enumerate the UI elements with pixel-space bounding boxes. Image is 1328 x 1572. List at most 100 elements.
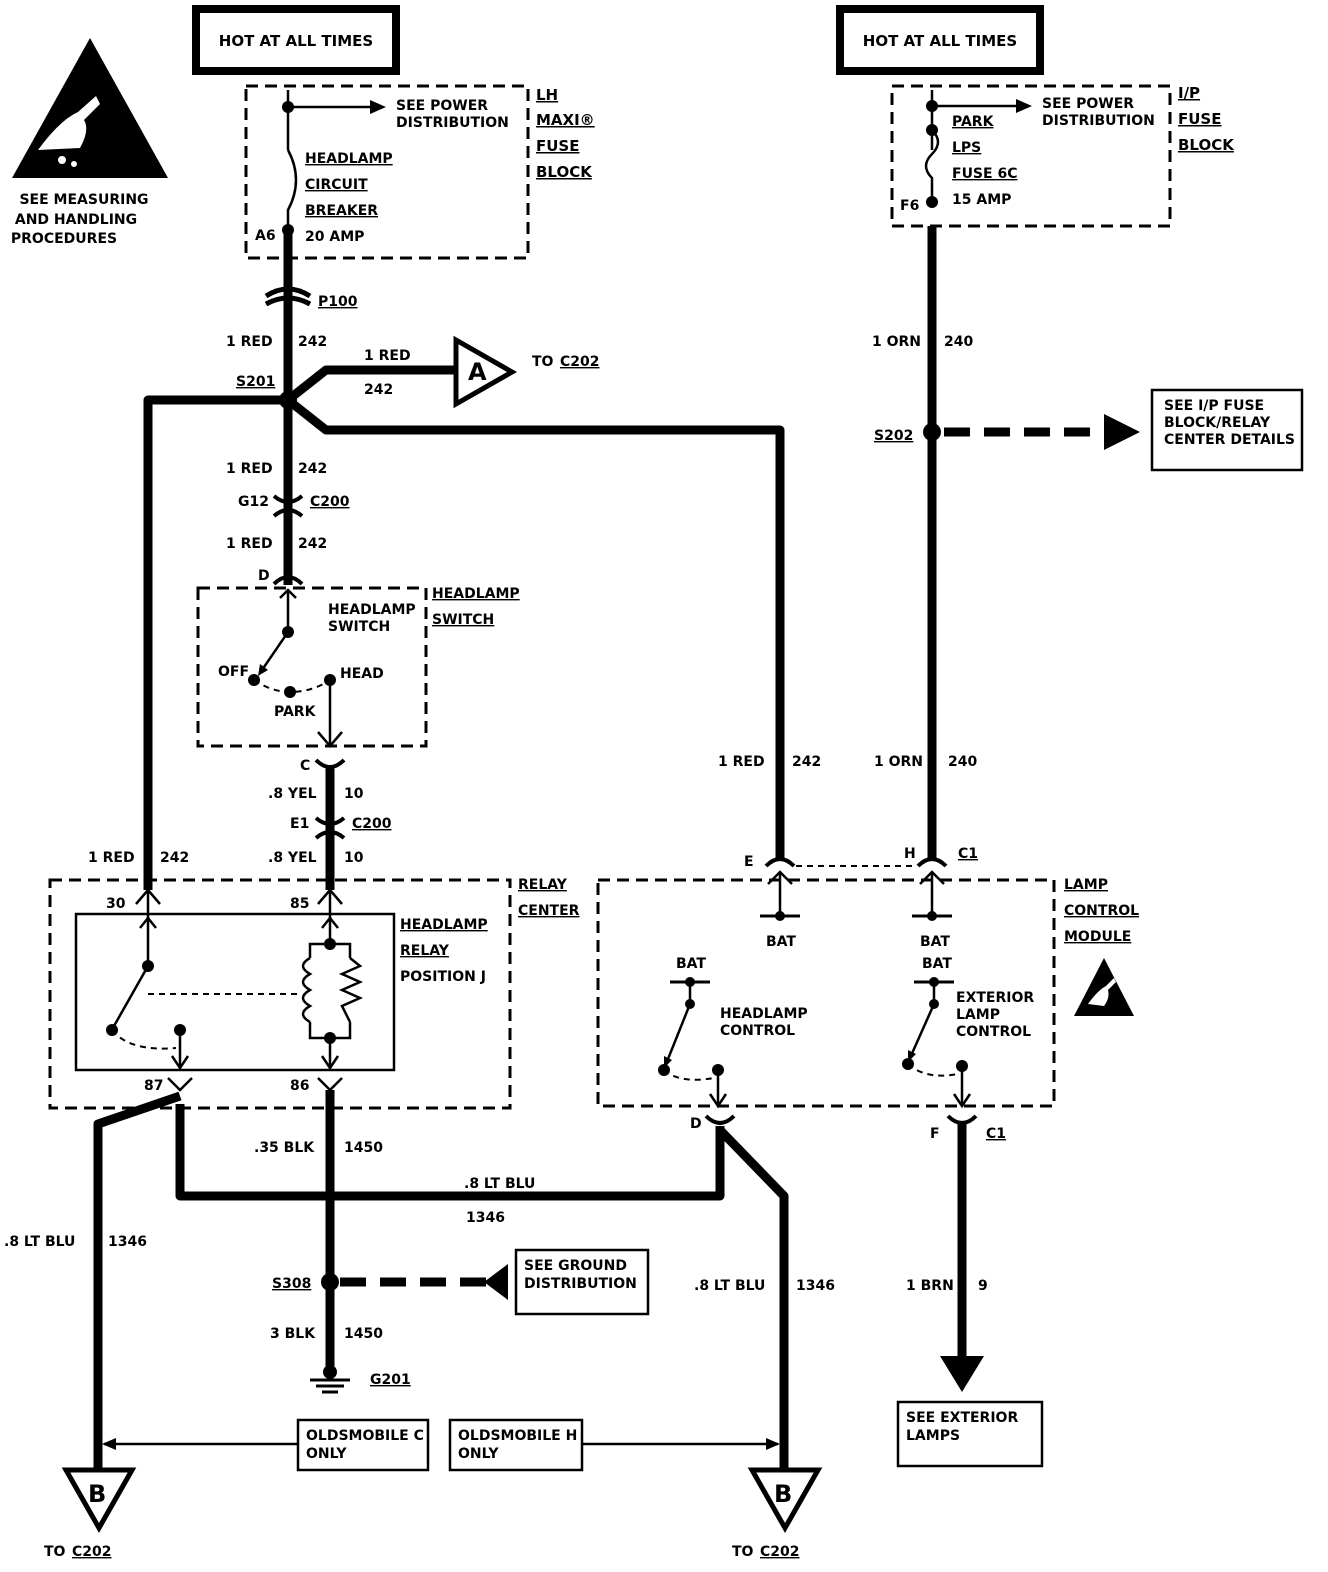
lcm-title-3: MODULE [1064, 929, 1131, 945]
svg-text:20 AMP: 20 AMP [305, 229, 364, 245]
relay-label-2: RELAY [400, 943, 450, 959]
see-ip-fuse-3: CENTER DETAILS [1164, 432, 1295, 448]
wire-label-left-color: 1 RED [88, 850, 135, 866]
lcm-headlamp-control-2: CONTROL [720, 1023, 795, 1039]
svg-text:LPS: LPS [952, 140, 981, 156]
wire-label-orn1-circuit: 240 [944, 334, 973, 350]
node-b-right-label: B [774, 1480, 792, 1508]
wire-label-ltblu-mid-circuit: 1346 [466, 1210, 505, 1226]
wire-label-e-circuit: 242 [792, 754, 821, 770]
esd-caption-3: PROCEDURES [11, 231, 117, 247]
esd-warning-icon [12, 38, 168, 178]
lcm-bat-4: BAT [922, 956, 952, 972]
relay-pin-30-label: 30 [106, 896, 126, 912]
switch-pos-off: OFF [218, 664, 249, 680]
ip-see-power-2: DISTRIBUTION [1042, 113, 1155, 129]
svg-text:FUSE: FUSE [536, 137, 579, 155]
oldsmobile-h-1: OLDSMOBILE H [458, 1428, 577, 1444]
svg-text:I/P: I/P [1178, 84, 1200, 102]
connector-p100 [264, 286, 312, 307]
wire-label-blk2-color: 3 BLK [270, 1326, 316, 1342]
lcm-pin-d-label: D [690, 1116, 702, 1132]
lh-fuse-block-title: LH MAXI® FUSE BLOCK [536, 86, 595, 181]
see-ip-fuse-1: SEE I/P FUSE [1164, 398, 1264, 414]
svg-text:HOT AT ALL TIMES: HOT AT ALL TIMES [863, 32, 1017, 50]
node-b-right [747, 1467, 823, 1534]
wire-label-ltblu-right-circuit: 1346 [796, 1278, 835, 1294]
lcm-title-2: CONTROL [1064, 903, 1139, 919]
circuit-breaker-symbol [286, 149, 298, 230]
lcm-pin-e-label: E [744, 854, 754, 870]
ip-fuse-block-title: I/P FUSE BLOCK [1178, 84, 1235, 154]
oldsmobile-h-box [448, 1418, 584, 1472]
oldsmobile-h-2: ONLY [458, 1446, 499, 1462]
wire-label-a-circuit: 242 [364, 382, 393, 398]
lcm-exterior-control-2: LAMP [956, 1007, 1000, 1023]
switch-pin-c [314, 758, 346, 769]
svg-text:15 AMP: 15 AMP [952, 192, 1011, 208]
to-c202-top-prefix: TO [532, 354, 554, 370]
svg-text:HOT AT ALL TIMES: HOT AT ALL TIMES [219, 32, 373, 50]
lcm-title-1: LAMP [1064, 877, 1108, 893]
lcm-pin-h-label: H [904, 846, 916, 862]
lcm-c1-top-label: C1 [958, 846, 978, 862]
lcm-pin-h [916, 857, 948, 868]
wire-ltblu-mid [175, 1104, 725, 1201]
oldsmobile-c-box [296, 1418, 430, 1472]
relay-pin-85-label: 85 [290, 896, 309, 912]
see-ip-fuse-2: BLOCK/RELAY [1164, 415, 1271, 431]
lcm-c1-bottom-label: C1 [986, 1126, 1006, 1142]
wire-ltblu-right [716, 1126, 789, 1468]
node-a-label: A [468, 358, 487, 386]
splice-s202-label: S202 [874, 428, 913, 444]
to-c202-left-prefix: TO [44, 1544, 66, 1560]
hot-at-all-times-left: HOT AT ALL TIMES [192, 5, 400, 75]
relay-label-3: POSITION J [400, 969, 486, 985]
esd-warning-small-icon [1074, 958, 1134, 1016]
wire-label-w1-circuit: 242 [298, 334, 327, 350]
wire-label-orn2-color: 1 ORN [874, 754, 923, 770]
lh-see-power-2: DISTRIBUTION [396, 115, 509, 131]
relay-label-1: HEADLAMP [400, 917, 488, 933]
lcm-pin-e [764, 857, 796, 868]
relay-pin-86-label: 86 [290, 1078, 309, 1094]
wire-label-brn-color: 1 BRN [906, 1278, 954, 1294]
headlamp-switch-title-2: SWITCH [432, 612, 494, 628]
headlamp-switch-inner-2: SWITCH [328, 619, 390, 635]
oldsmobile-c-1: OLDSMOBILE C [306, 1428, 424, 1444]
see-ground-1: SEE GROUND [524, 1258, 627, 1274]
headlamp-switch-title-1: HEADLAMP [432, 586, 520, 602]
ip-fuse-block-outline [890, 84, 1172, 228]
wire-label-w2-circuit: 242 [298, 461, 327, 477]
relay-pin-87-label: 87 [144, 1078, 163, 1094]
svg-text:CIRCUIT: CIRCUIT [305, 177, 368, 193]
lh-see-power-1: SEE POWER [396, 98, 488, 114]
esd-caption-2: AND HANDLING [15, 212, 137, 228]
wire-label-w5-circuit: 10 [344, 850, 364, 866]
wire-label-ltblu-left-color: .8 LT BLU [4, 1234, 75, 1250]
ip-fuse-label: PARK LPS FUSE 6C 15 AMP [952, 114, 1017, 208]
splice-s202 [923, 423, 941, 441]
see-exterior-2: LAMPS [906, 1428, 960, 1444]
svg-text:FUSE: FUSE [1178, 110, 1221, 128]
connector-e1-label: E1 [290, 816, 309, 832]
ground-g201-label: G201 [370, 1372, 411, 1388]
wire-to-a [285, 365, 458, 404]
svg-text:MAXI®: MAXI® [536, 111, 595, 129]
relay-center-outline [48, 878, 512, 1110]
switch-pin-c-label: C [300, 758, 310, 774]
wire-ltblu-left [93, 1091, 182, 1468]
wire-label-w3-color: 1 RED [226, 536, 273, 552]
lcm-exterior-control-3: CONTROL [956, 1024, 1031, 1040]
connector-p100-label: P100 [318, 294, 358, 310]
lcm-bat-3: BAT [676, 956, 706, 972]
switch-pin-d [272, 575, 304, 586]
wire-red-242-right [285, 396, 785, 860]
relay-coil-icon [301, 956, 313, 1024]
svg-text:LH: LH [536, 86, 558, 104]
see-exterior-box [896, 1400, 1044, 1468]
arrow-down-icon [940, 1356, 984, 1392]
connector-c200-g12 [272, 494, 304, 518]
node-b-left [61, 1467, 137, 1534]
